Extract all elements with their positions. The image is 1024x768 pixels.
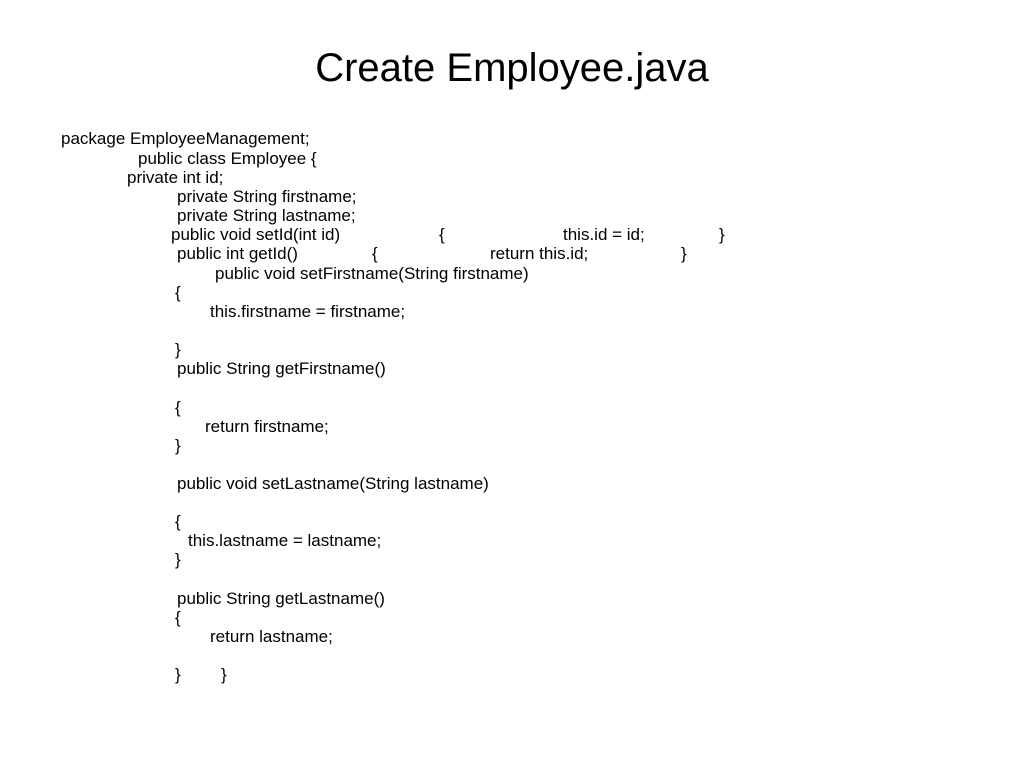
code-line-setfirstname-signature: public void setFirstname(String firstnam… bbox=[215, 264, 529, 283]
code-line-getfirstname-body: return firstname; bbox=[205, 417, 329, 436]
code-line-package: package EmployeeManagement; bbox=[61, 129, 310, 148]
code-line-setlastname-open-brace: { bbox=[175, 512, 181, 531]
slide-title: Create Employee.java bbox=[315, 46, 709, 90]
code-line-getlastname-close-brace: } bbox=[175, 665, 181, 684]
code-line-field-lastname: private String lastname; bbox=[177, 206, 356, 225]
code-line-getid-close-brace: } bbox=[681, 244, 687, 263]
code-line-class-close-brace: } bbox=[221, 665, 227, 684]
code-line-class-declaration: public class Employee { bbox=[138, 149, 317, 168]
code-line-setfirstname-body: this.firstname = firstname; bbox=[210, 302, 406, 321]
code-line-getfirstname-open-brace: { bbox=[175, 398, 181, 417]
code-line-setlastname-signature: public void setLastname(String lastname) bbox=[177, 474, 489, 493]
code-line-setid-signature: public void setId(int id) bbox=[171, 225, 341, 244]
code-line-getlastname-body: return lastname; bbox=[210, 627, 333, 646]
code-line-getfirstname-signature: public String getFirstname() bbox=[177, 359, 386, 378]
code-line-getlastname-open-brace: { bbox=[175, 608, 181, 627]
code-line-setfirstname-close-brace: } bbox=[175, 340, 181, 359]
code-line-field-id: private int id; bbox=[127, 168, 224, 187]
code-line-getid-signature: public int getId() bbox=[177, 244, 298, 263]
code-line-setfirstname-open-brace: { bbox=[175, 283, 181, 302]
code-line-setid-body: this.id = id; bbox=[563, 225, 645, 244]
code-line-setid-close-brace: } bbox=[719, 225, 725, 244]
code-line-setlastname-close-brace: } bbox=[175, 550, 181, 569]
code-line-setid-open-brace: { bbox=[439, 225, 445, 244]
code-line-getid-open-brace: { bbox=[372, 244, 378, 263]
code-line-getid-body: return this.id; bbox=[490, 244, 589, 263]
code-line-setlastname-body: this.lastname = lastname; bbox=[188, 531, 382, 550]
code-line-getfirstname-close-brace: } bbox=[175, 436, 181, 455]
code-line-getlastname-signature: public String getLastname() bbox=[177, 589, 385, 608]
code-line-field-firstname: private String firstname; bbox=[177, 187, 357, 206]
